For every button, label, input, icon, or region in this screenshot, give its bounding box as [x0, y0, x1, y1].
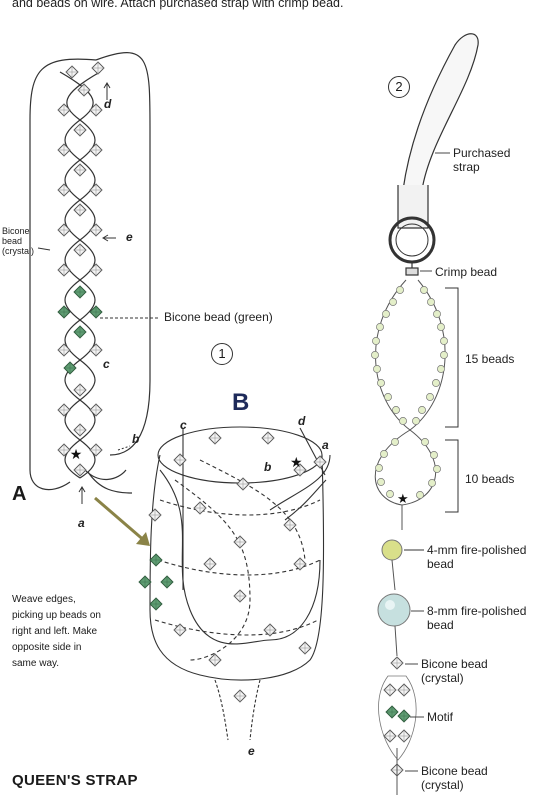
label-c-a: c	[103, 357, 110, 371]
label-a-a: a	[78, 516, 85, 530]
label-bicone-crystal-1: Bicone bead (crystal)	[421, 657, 521, 685]
label-b-a: b	[132, 432, 139, 446]
star-b: ★	[290, 454, 303, 470]
label-crimp-bead: Crimp bead	[435, 265, 497, 279]
figure-a	[30, 53, 150, 493]
label-8mm-bead: 8-mm fire-polished bead	[427, 604, 539, 632]
figure-b-beads	[139, 432, 326, 702]
instructions-text: Weave edges, picking up beads on right a…	[12, 592, 102, 672]
label-e-a: e	[126, 230, 133, 244]
step-1-marker: 1	[211, 343, 233, 365]
star-a: ★	[70, 446, 83, 462]
label-c-b: c	[180, 418, 187, 432]
label-d-a: d	[104, 97, 111, 111]
label-b-b: b	[264, 460, 271, 474]
label-purchased-strap: Purchased strap	[453, 146, 533, 174]
label-motif: Motif	[427, 710, 453, 724]
label-15-beads: 15 beads	[465, 352, 514, 366]
figure-b-label: B	[232, 389, 249, 417]
label-e-b: e	[248, 744, 255, 758]
label-10-beads: 10 beads	[465, 472, 514, 486]
caption-title: QUEEN'S STRAP	[12, 772, 138, 789]
label-4mm-bead: 4-mm fire-polished bead	[427, 543, 527, 571]
label-a-b: a	[322, 438, 329, 452]
figure-a-beads	[58, 62, 104, 476]
figure-a-label: A	[12, 483, 26, 506]
lower-beads	[378, 540, 416, 795]
label-bicone-crystal-2: Bicone bead (crystal)	[421, 764, 521, 792]
star-strap: ★	[397, 491, 409, 506]
step-2-marker: 2	[388, 76, 410, 98]
label-bicone-crystal-a: Bicone bead (crystal)	[2, 226, 38, 256]
label-d-b: d	[298, 414, 305, 428]
label-bicone-green: Bicone bead (green)	[164, 310, 273, 324]
